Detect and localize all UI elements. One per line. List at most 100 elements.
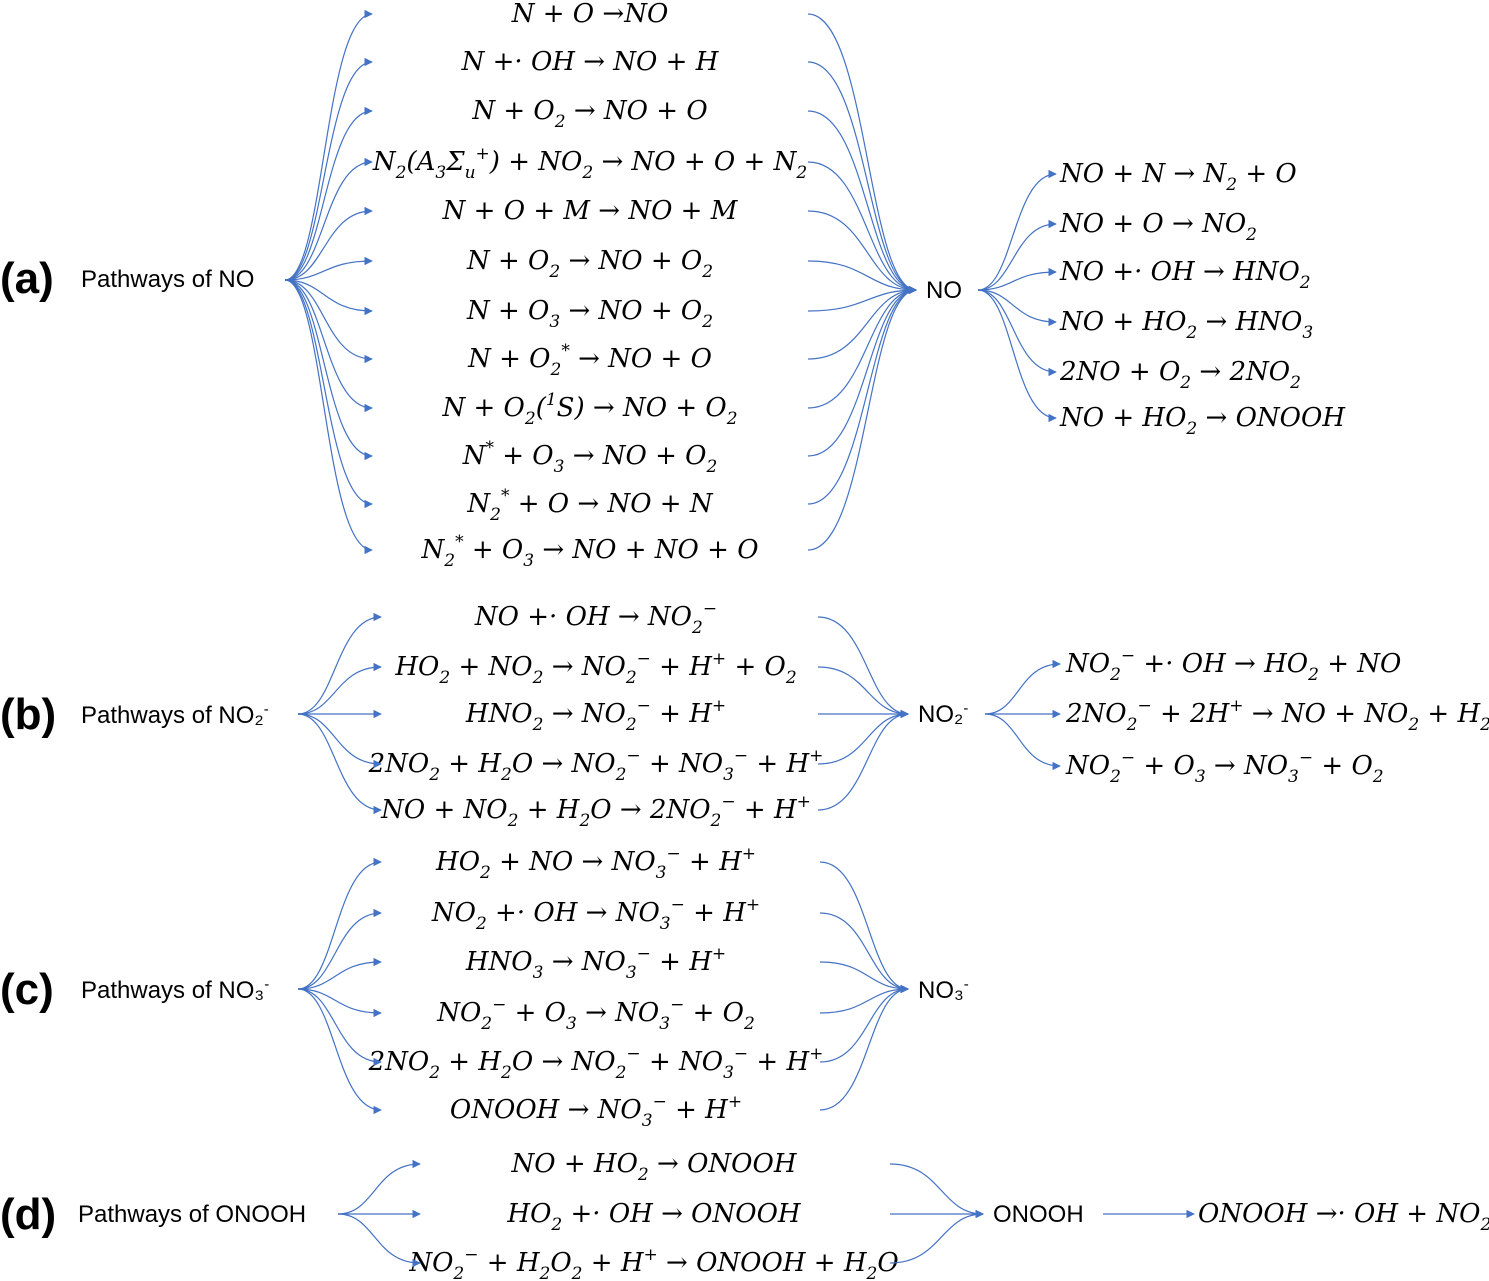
consume-arrow (977, 219, 1057, 291)
forming-reaction: N + O2 → NO + O2 (466, 246, 713, 282)
merge-arrow (807, 285, 917, 457)
forming-reaction: N + O2 → NO + O (471, 96, 707, 132)
forming-reaction: N + O3 → NO + O2 (466, 296, 713, 332)
merge-arrow (817, 709, 909, 811)
consuming-reaction: NO + HO2 → ONOOH (1059, 403, 1346, 439)
merge-arrow (807, 61, 917, 295)
species-no2-minus: NO₂- (918, 700, 968, 728)
forming-reactions-no: N + O →NO N +· OH → NO + H N + O2 → NO + O… (372, 0, 807, 571)
fan-out-arrow (284, 206, 373, 281)
merge-arrow (819, 984, 909, 1111)
merge-arrow (807, 110, 917, 295)
panel-label-a: (a) (0, 254, 54, 303)
merge-arrow (819, 961, 909, 994)
merge-arrow (819, 861, 909, 994)
forming-reaction: NO + NO2 + H2O → 2NO2− + H+ (380, 792, 811, 831)
forming-reaction: N* + O3 → NO + O2 (462, 438, 718, 477)
fan-out-arrow (284, 57, 373, 281)
forming-reaction: N +· OH → NO + H (461, 47, 720, 77)
forming-reaction: NO2 +· OH → NO3− + H+ (431, 895, 760, 934)
fan-out-arrow (297, 957, 382, 990)
consuming-reactions-no2-minus: NO2− +· OH → HO2 + NO 2NO2− + 2H+ → NO + … (1065, 646, 1489, 787)
fan-out-arrow (284, 279, 373, 316)
merge-arrow (817, 709, 909, 765)
consume-arrow (977, 289, 1057, 377)
merge-arrow (817, 666, 909, 719)
merge-arrow (889, 1163, 984, 1219)
merge-arrow (817, 616, 909, 719)
merge-arrow (807, 285, 917, 312)
fan-out-arrow (337, 1213, 421, 1268)
panel-c: (c) Pathways of NO₃- NO₃- HO2 + NO → NO3… (0, 844, 969, 1131)
fan-out-arrow (284, 279, 373, 413)
consuming-reaction: 2NO2− + 2H+ → NO + NO2 + H2O (1065, 696, 1489, 735)
fan-out-arrow (297, 612, 382, 715)
forming-reaction: ONOOH → NO3− + H+ (450, 1092, 742, 1131)
fan-out-arrow (297, 988, 382, 1018)
merge-arrow (819, 984, 909, 1063)
forming-reaction: N + O + M → NO + M (442, 196, 739, 226)
forming-reaction: HO2 +· OH → ONOOH (506, 1199, 802, 1235)
fan-out-arrow (297, 662, 382, 715)
fan-out-arrow (284, 9, 373, 281)
forming-reaction: HO2 + NO2 → NO2− + H+ + O2 (394, 649, 796, 688)
forming-reaction: HNO2 → NO2− + H+ (465, 696, 726, 735)
consuming-reaction: 2NO + O2 → 2NO2 (1059, 357, 1301, 393)
forming-reaction: N2* + O → NO + N (466, 486, 713, 525)
consuming-reactions-no: NO + N → N2 + O NO + O → NO2 NO +· OH → HN… (1059, 159, 1346, 439)
forming-reaction: N + O2(1S) → NO + O2 (441, 390, 737, 429)
species-onooh: ONOOH (993, 1201, 1084, 1228)
forming-reaction: N + O →NO (511, 0, 669, 29)
pathway-label-no: Pathways of NO (81, 266, 254, 293)
forming-reaction: NO2− + H2O2 + H+ → ONOOH + H2O (408, 1245, 898, 1281)
merge-arrow (807, 161, 917, 295)
pathway-label-no3-minus: Pathways of NO₃- (81, 976, 269, 1004)
panel-label-c: (c) (0, 965, 54, 1014)
consuming-reaction: ONOOH →· OH + NO2 (1198, 1199, 1489, 1235)
panel-b: (b) Pathways of NO₂- NO₂- NO +· OH → NO2… (0, 599, 1489, 831)
consuming-reactions-onooh: ONOOH →· OH + NO2 (1198, 1199, 1489, 1235)
fan-out-arrow (297, 713, 382, 769)
forming-reaction: NO + HO2 → ONOOH (511, 1149, 798, 1185)
fan-out-arrow (284, 256, 373, 281)
consume-arrow (977, 289, 1057, 423)
fan-out-arrow (284, 106, 373, 281)
consuming-reaction: NO + N → N2 + O (1059, 159, 1297, 195)
panel-a: (a) Pathways of NO NO N + O →NON +· OH →… (0, 0, 1346, 571)
merge-arrow (807, 285, 917, 360)
consuming-reaction: NO + HO2 → HNO3 (1059, 307, 1313, 343)
fan-out-arrow (297, 908, 382, 990)
forming-reaction: 2NO2 + H2O → NO2− + NO3− + H+ (368, 746, 824, 785)
merge-arrow (819, 984, 909, 1014)
merge-arrow (889, 1209, 984, 1264)
forming-reaction: NO +· OH → NO2− (474, 599, 717, 638)
forming-reactions-onooh: NO + HO2 → ONOOH HO2 +· OH → ONOOH NO2− + … (408, 1149, 898, 1281)
arrows-onooh (337, 1159, 1195, 1268)
panel-label-d: (d) (0, 1190, 56, 1239)
merge-arrow (819, 912, 909, 994)
forming-reaction: N2(A3Σu+) + NO2 → NO + O + N2 (372, 144, 807, 183)
pathway-label-onooh: Pathways of ONOOH (78, 1201, 306, 1228)
arrows-no2-minus (297, 612, 1061, 815)
merge-arrow (807, 210, 917, 295)
consume-arrow (984, 713, 1061, 771)
consuming-reaction: NO2− +· OH → HO2 + NO (1065, 646, 1401, 685)
consuming-reaction: NO +· OH → HNO2 (1059, 257, 1311, 293)
panel-d: (d) Pathways of ONOOH ONOOH NO + HO2 → O… (0, 1149, 1489, 1281)
forming-reaction: 2NO2 + H2O → NO2− + NO3− + H+ (368, 1044, 824, 1083)
forming-reaction: NO2− + O3 → NO3− + O2 (436, 995, 755, 1034)
fan-out-arrow (297, 988, 382, 1067)
fan-out-arrow (284, 279, 373, 509)
species-no3-minus: NO₃- (918, 976, 969, 1004)
fan-out-arrow (284, 279, 373, 364)
merge-arrow (807, 285, 917, 505)
consume-arrow (977, 267, 1057, 291)
forming-reaction: N2* + O3 → NO + NO + O (420, 532, 758, 571)
consume-arrow (984, 659, 1061, 715)
fan-out-arrow (337, 1159, 421, 1215)
forming-reaction: N + O2* → NO + O (467, 341, 712, 380)
consuming-reaction: NO + O → NO2 (1059, 209, 1257, 245)
fan-out-arrow (297, 713, 382, 815)
fan-out-arrow (297, 857, 382, 990)
panel-label-b: (b) (0, 690, 56, 739)
